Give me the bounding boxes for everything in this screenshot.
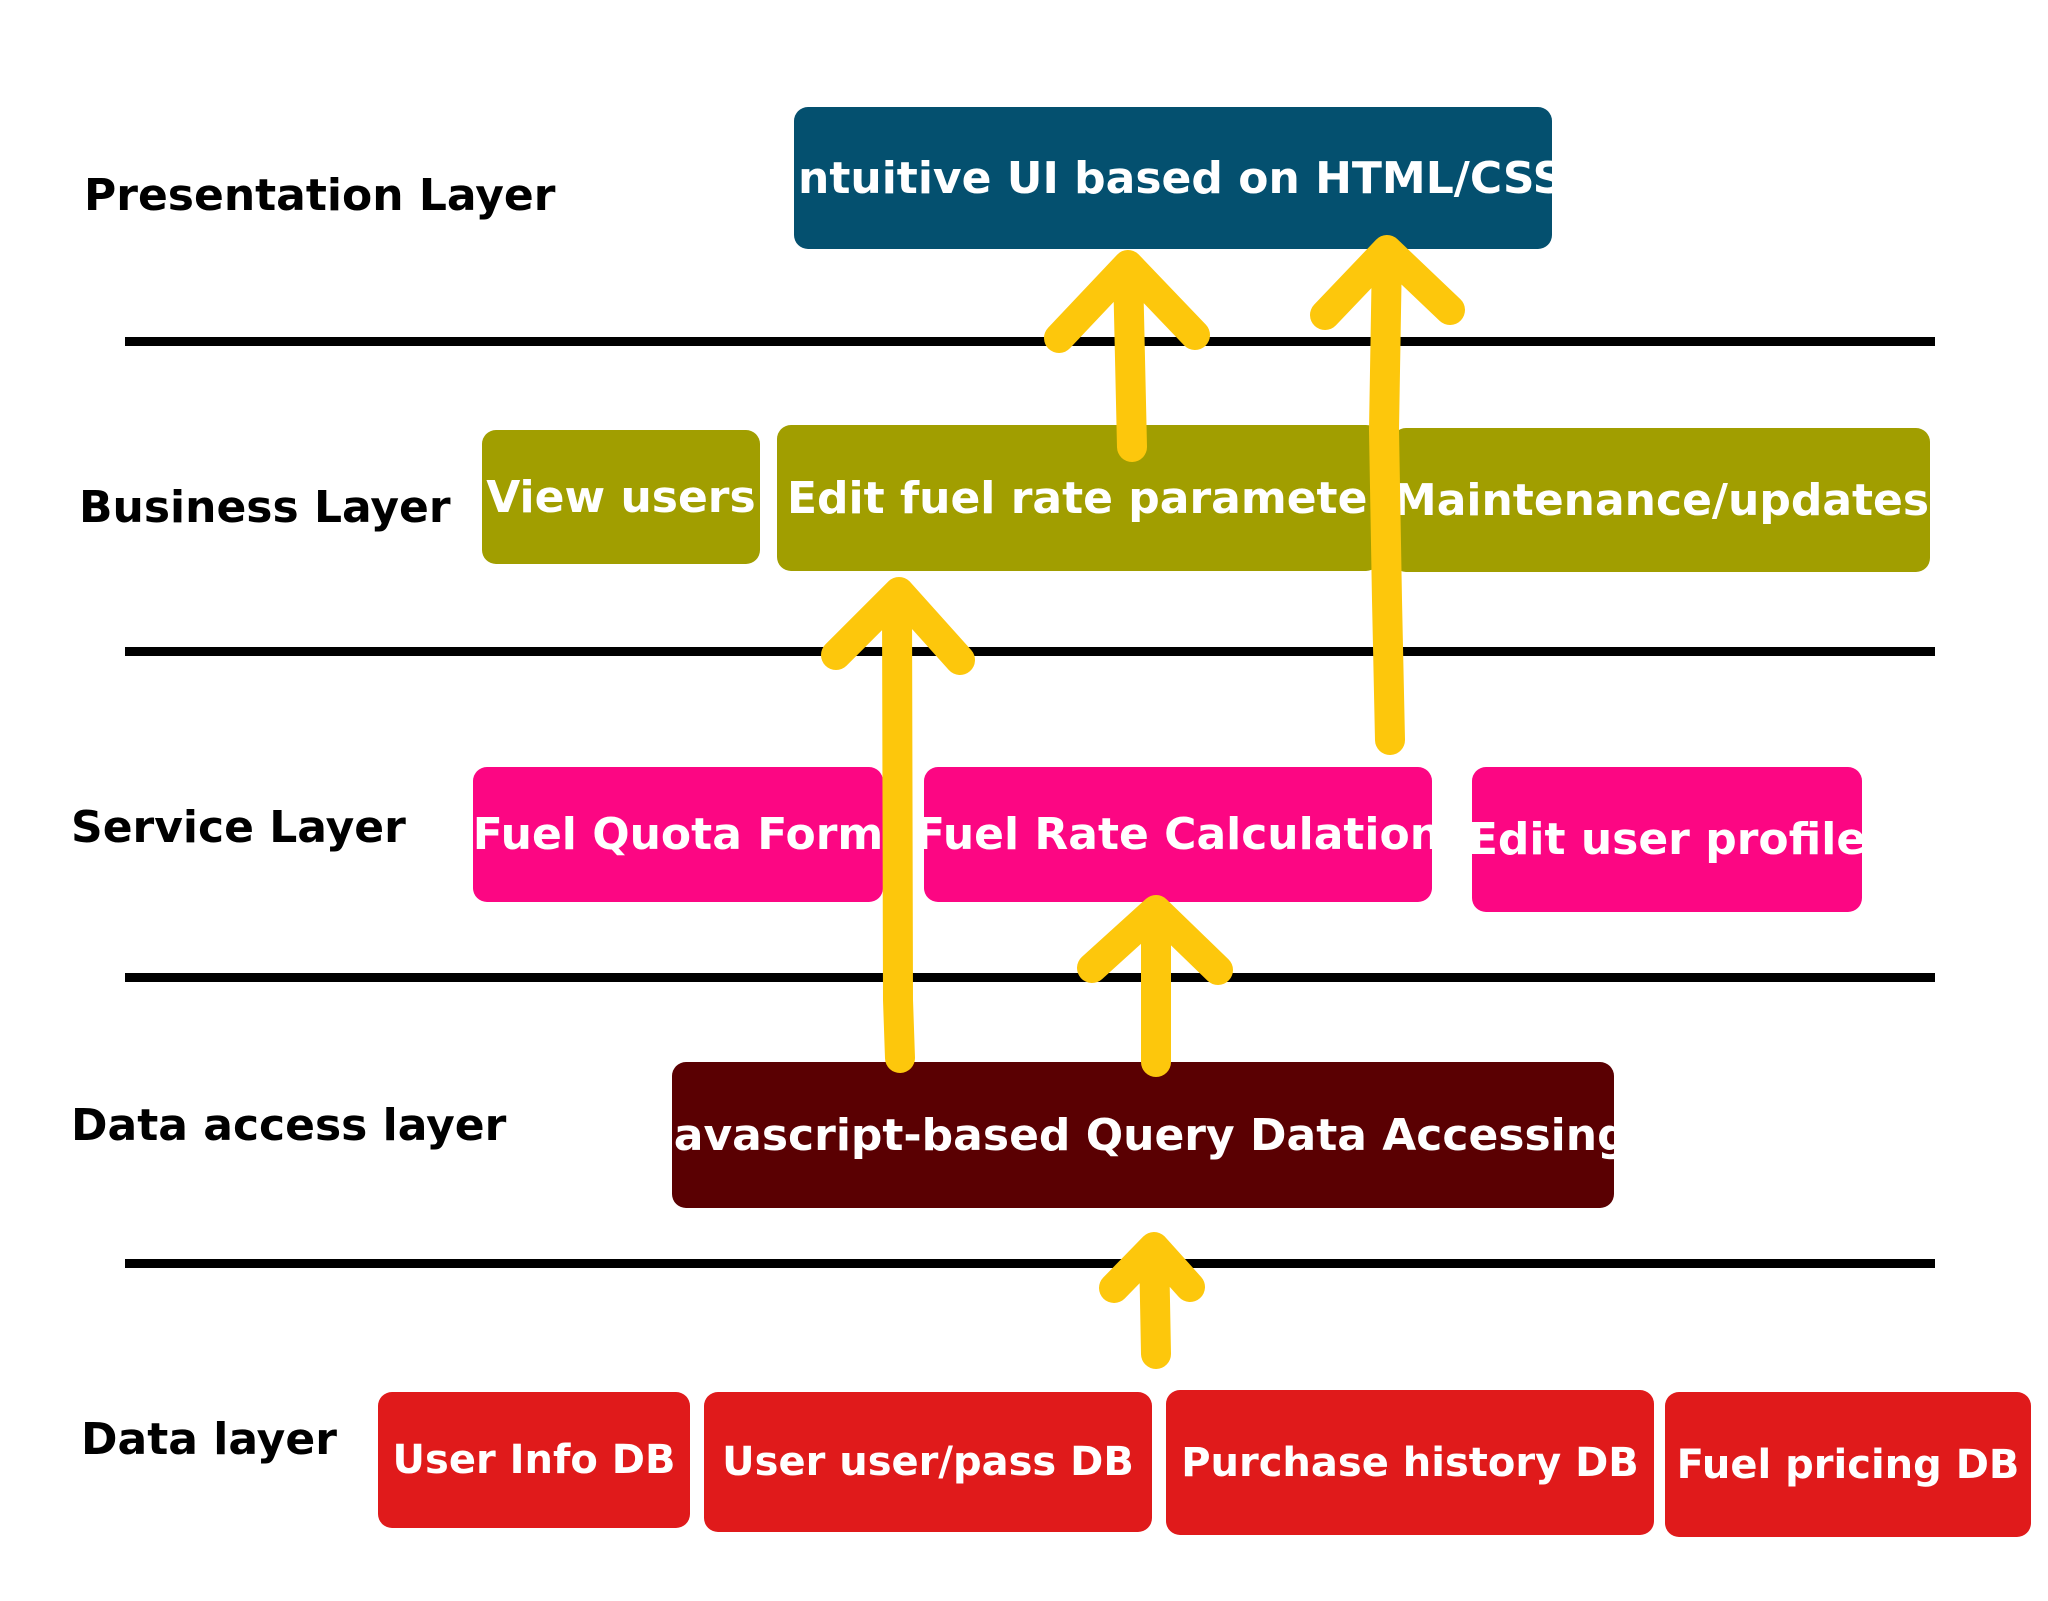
data-box-user-pass-db: User user/pass DB bbox=[704, 1392, 1152, 1532]
service-box-fuel-quota-form: Fuel Quota Form bbox=[473, 767, 883, 902]
divider-line bbox=[125, 973, 1935, 982]
data-access-box: Javascript-based Query Data Accessing bbox=[672, 1062, 1614, 1208]
divider-line bbox=[125, 1259, 1935, 1268]
divider-line bbox=[125, 647, 1935, 656]
service-box-edit-user-profile: Edit user profile bbox=[1472, 767, 1862, 912]
arrow-data-access-to-fuel-rate-calc bbox=[1077, 895, 1233, 1077]
service-box-fuel-rate-calculation: Fuel Rate Calculation bbox=[924, 767, 1432, 902]
divider-line bbox=[125, 337, 1935, 346]
data-box-user-info-db: User Info DB bbox=[378, 1392, 690, 1528]
business-box-maintenance: Maintenance/updates bbox=[1392, 428, 1930, 572]
presentation-layer-label: Presentation Layer bbox=[84, 170, 556, 221]
business-layer-label: Business Layer bbox=[79, 482, 451, 533]
service-layer-label: Service Layer bbox=[71, 802, 406, 853]
data-box-purchase-history-db: Purchase history DB bbox=[1166, 1390, 1654, 1535]
data-access-layer-label: Data access layer bbox=[71, 1100, 507, 1151]
business-box-view-users: View users bbox=[482, 430, 760, 564]
business-box-edit-fuel-rate: Edit fuel rate parameters bbox=[777, 425, 1380, 571]
presentation-box-ui: Intuitive UI based on HTML/CSS bbox=[794, 107, 1552, 249]
data-box-fuel-pricing-db: Fuel pricing DB bbox=[1665, 1392, 2031, 1537]
arrow-edit-fuel-rate-to-presentation bbox=[1044, 250, 1210, 462]
data-layer-label: Data layer bbox=[81, 1414, 337, 1465]
